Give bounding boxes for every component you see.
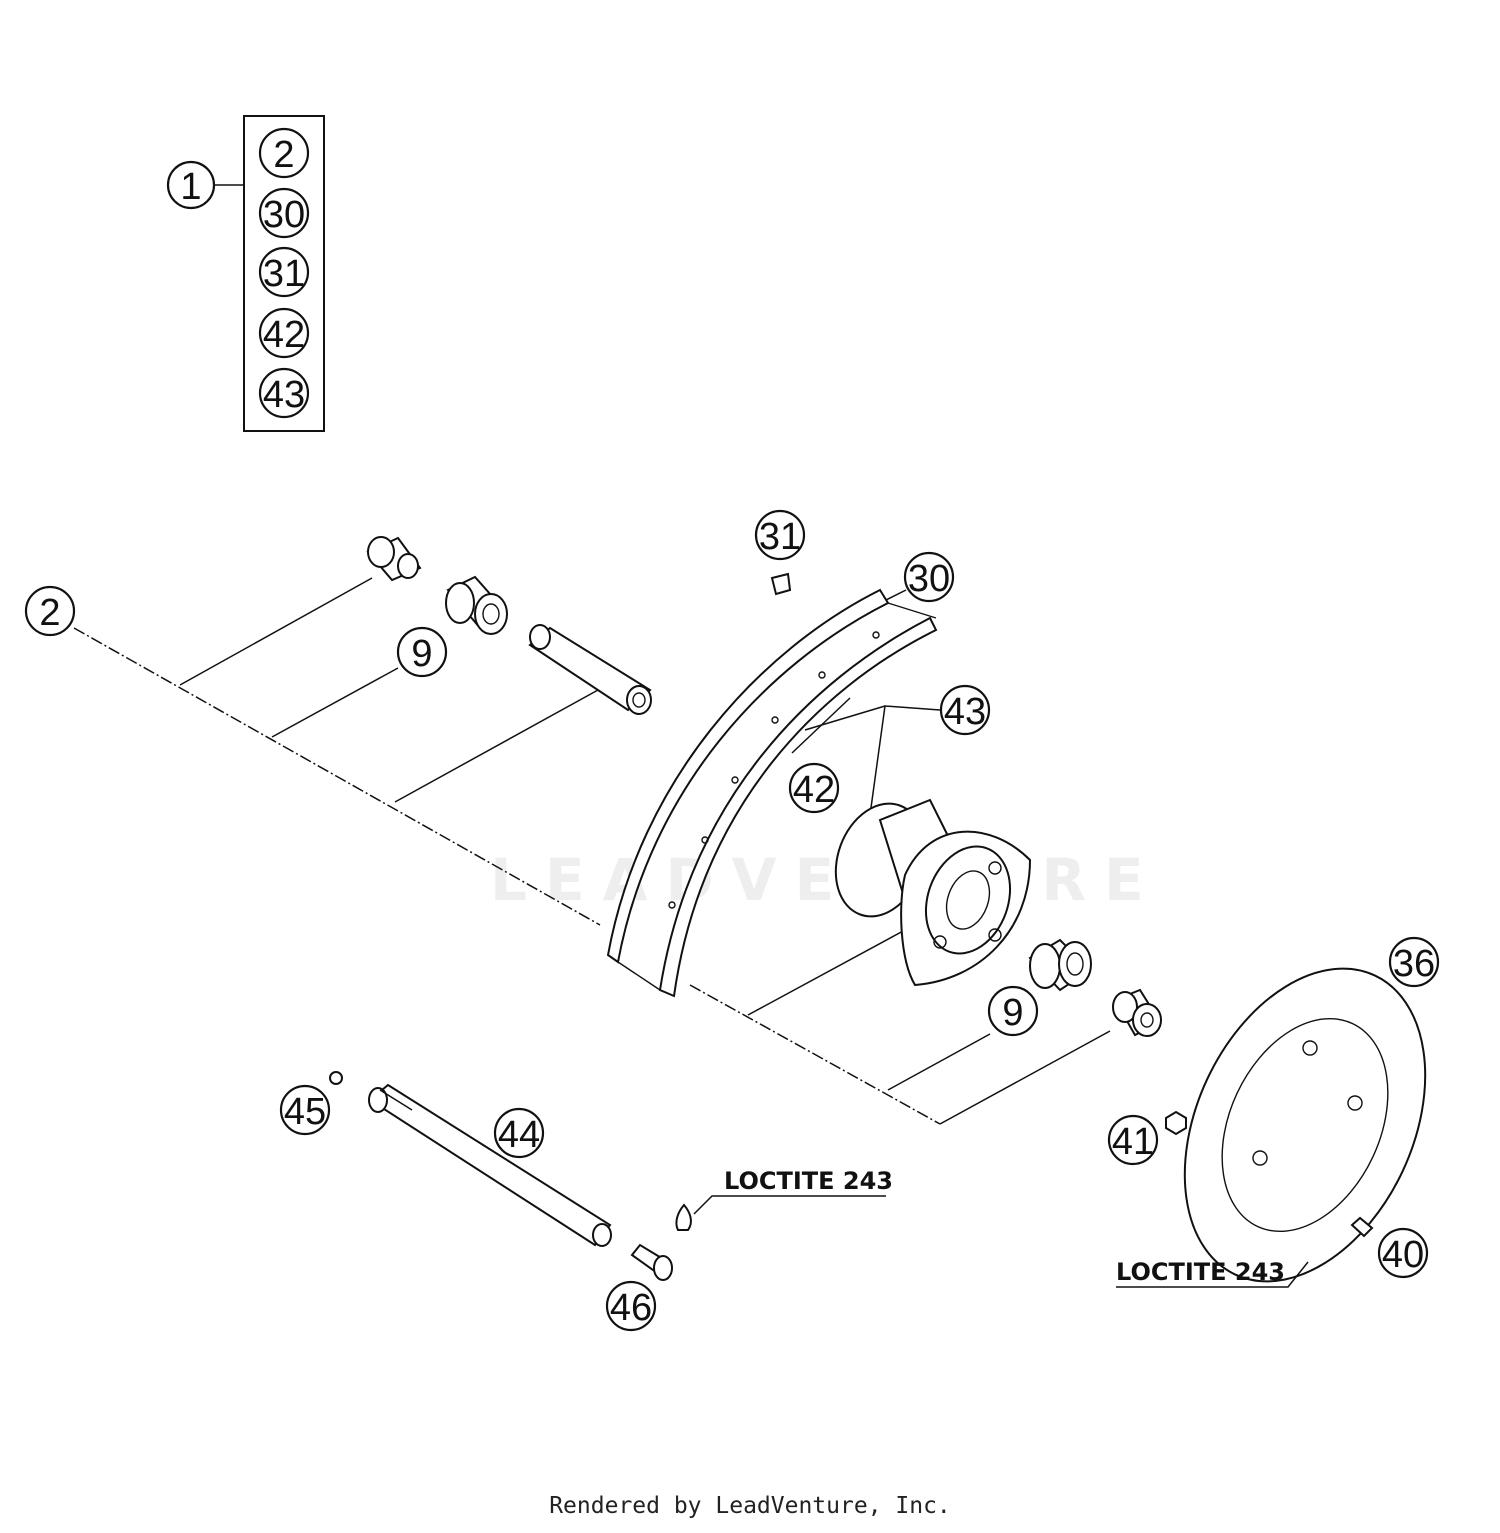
rim-spoke-holes <box>668 631 880 909</box>
watermark: LEADVENTURE <box>490 846 1162 914</box>
svg-text:42: 42 <box>263 314 305 356</box>
svg-text:LOCTITE 243: LOCTITE 243 <box>724 1167 893 1195</box>
callout-31[interactable]: 31 <box>754 509 806 561</box>
hub <box>834 798 1032 987</box>
spacer-right <box>1112 988 1162 1037</box>
svg-text:46: 46 <box>610 1287 652 1329</box>
spoke-nipple-31 <box>770 572 792 596</box>
svg-text:31: 31 <box>759 516 801 558</box>
callout-9-right[interactable]: 9 <box>987 985 1039 1037</box>
kit-member-31[interactable]: 31 <box>258 246 310 298</box>
callout-42[interactable]: 42 <box>788 762 840 814</box>
spacer-left <box>366 536 422 582</box>
rim <box>606 588 938 998</box>
svg-text:43: 43 <box>263 374 305 416</box>
callout-9-left[interactable]: 9 <box>396 626 448 678</box>
callout-40[interactable]: 40 <box>1377 1227 1429 1279</box>
callout-46[interactable]: 46 <box>605 1280 657 1332</box>
loctite-drop-axle <box>675 1203 692 1231</box>
callout-30[interactable]: 30 <box>903 551 955 603</box>
bearing-left <box>445 575 508 635</box>
svg-text:41: 41 <box>1112 1121 1154 1163</box>
svg-text:2: 2 <box>273 134 294 176</box>
kit-member-43[interactable]: 43 <box>258 367 310 419</box>
nut-41 <box>1165 1110 1187 1136</box>
callout-45[interactable]: 45 <box>279 1084 331 1136</box>
loctite-note-disc: LOCTITE 243 <box>1116 1258 1309 1288</box>
callout-44[interactable]: 44 <box>493 1107 545 1159</box>
assembly-leaders <box>73 577 1111 1125</box>
callout-1[interactable]: 1 <box>166 160 216 210</box>
svg-text:43: 43 <box>944 691 986 733</box>
svg-text:44: 44 <box>498 1114 540 1156</box>
axle <box>368 1083 612 1247</box>
kit-group: 1 2 30 31 42 43 <box>166 115 325 432</box>
distance-tube <box>528 624 652 715</box>
svg-text:42: 42 <box>793 769 835 811</box>
svg-text:LOCTITE 243: LOCTITE 243 <box>1116 1258 1285 1286</box>
svg-text:9: 9 <box>1002 992 1023 1034</box>
callout-2[interactable]: 2 <box>24 585 76 637</box>
kit-box <box>243 115 325 432</box>
axle-screw <box>630 1243 673 1281</box>
footer-credit: Rendered by LeadVenture, Inc. <box>549 1493 951 1519</box>
svg-text:31: 31 <box>263 253 305 295</box>
bolt-40 <box>1350 1216 1374 1238</box>
kit-member-42[interactable]: 42 <box>258 307 310 359</box>
bearing-right <box>1028 938 1092 992</box>
svg-text:36: 36 <box>1393 943 1435 985</box>
kit-member-30[interactable]: 30 <box>258 187 310 239</box>
callout-36[interactable]: 36 <box>1388 936 1440 988</box>
svg-text:30: 30 <box>263 194 305 236</box>
ball-45 <box>329 1071 343 1085</box>
kit-member-2[interactable]: 2 <box>258 127 310 179</box>
callout-41[interactable]: 41 <box>1107 1114 1159 1166</box>
svg-text:1: 1 <box>180 166 201 208</box>
callout-43[interactable]: 43 <box>939 684 991 736</box>
svg-text:9: 9 <box>411 633 432 675</box>
brake-disc <box>1183 967 1427 1283</box>
loctite-note-axle: LOCTITE 243 <box>693 1167 893 1215</box>
svg-text:45: 45 <box>284 1091 326 1133</box>
svg-text:40: 40 <box>1382 1234 1424 1276</box>
svg-text:30: 30 <box>908 558 950 600</box>
svg-text:2: 2 <box>39 592 60 634</box>
